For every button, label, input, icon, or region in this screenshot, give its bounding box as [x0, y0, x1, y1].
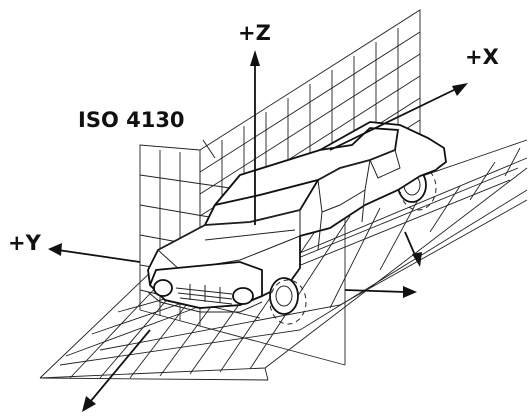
z-axis-arrowhead	[250, 50, 260, 66]
y-axis-lower	[89, 329, 151, 403]
y-axis	[57, 249, 141, 263]
car-drawing	[147, 121, 447, 325]
front-wheel	[269, 277, 299, 315]
x-axis	[329, 87, 459, 151]
headlight-left	[153, 279, 173, 297]
x-axis-lower	[344, 289, 406, 293]
standard-label: ISO 4130	[78, 108, 185, 132]
x-axis-arrowhead	[452, 83, 468, 96]
axes	[48, 50, 468, 412]
y-axis-arrowhead	[48, 243, 62, 256]
headlight-right	[232, 287, 254, 305]
y-axis-label: +Y	[8, 231, 42, 255]
z-axis-label: +Z	[238, 21, 271, 45]
x-axis-label: +X	[465, 45, 499, 69]
standard-leader-line	[202, 139, 216, 159]
